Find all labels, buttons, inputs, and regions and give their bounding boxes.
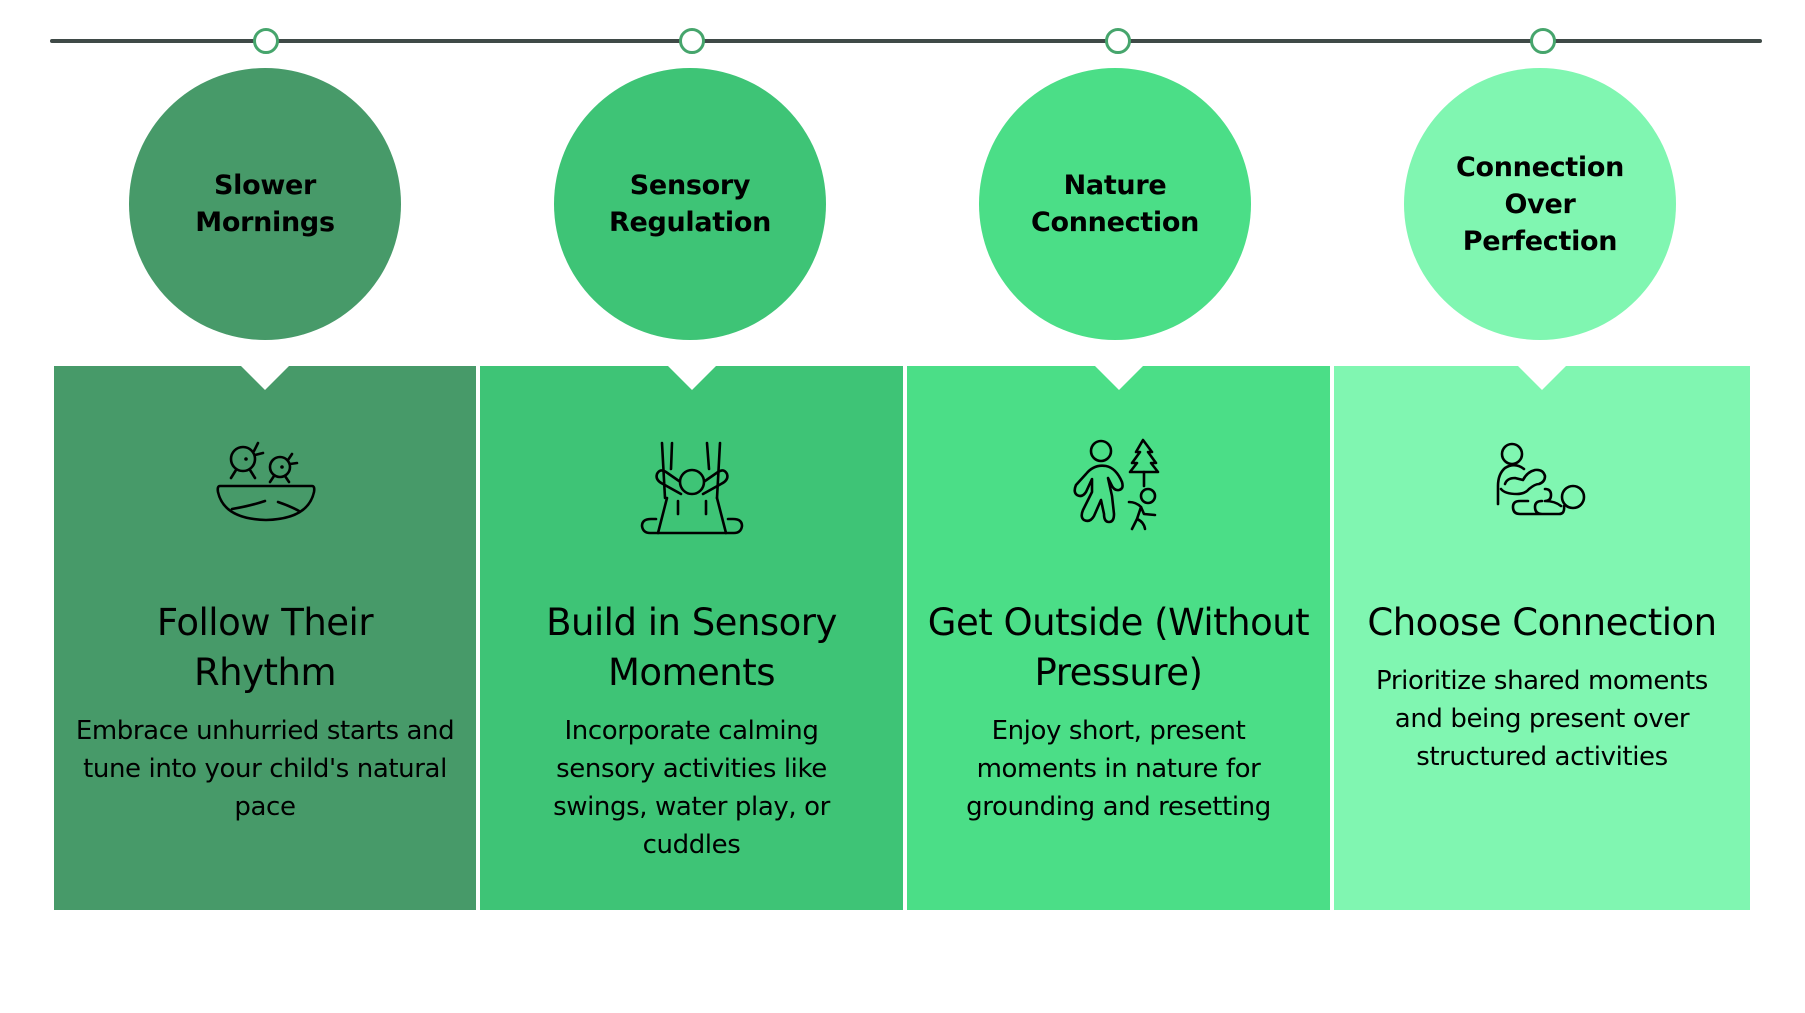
stage-circle-label: Slower Mornings xyxy=(195,170,335,238)
stage-circle-2: Sensory Regulation xyxy=(554,68,826,340)
stage-circle-label: Nature Connection xyxy=(1030,170,1200,238)
stage-circle-1: Slower Mornings xyxy=(129,68,401,340)
timeline-dot-1 xyxy=(253,28,279,54)
stage-circle-label: Connection Over Perfection xyxy=(1455,151,1625,257)
stage-panel-1: Follow Their Rhythm Embrace unhurried st… xyxy=(54,365,476,910)
panel-body: Prioritize shared moments and being pres… xyxy=(1376,666,1708,772)
stage-circle-3: Nature Connection xyxy=(979,68,1251,340)
parent-cuddle-baby-icon xyxy=(1487,434,1597,544)
panel-title: Choose Connection xyxy=(1367,601,1717,644)
panel-title: Follow Their Rhythm xyxy=(156,601,374,694)
stage-panel-4: Choose Connection Prioritize shared mome… xyxy=(1334,365,1750,910)
panel-notch xyxy=(1517,365,1567,390)
panel-title: Build in Sensory Moments xyxy=(546,601,837,694)
panel-body: Embrace unhurried starts and tune into y… xyxy=(75,716,455,822)
panel-notch xyxy=(666,365,717,390)
panel-title: Get Outside (Without Pressure) xyxy=(927,601,1310,694)
stage-circle-label: Sensory Regulation xyxy=(608,170,772,238)
stage-circle-4: Connection Over Perfection xyxy=(1404,68,1676,340)
family-walk-tree-icon xyxy=(1064,434,1174,544)
stage-panel-2: Build in Sensory Moments Incorporate cal… xyxy=(480,365,903,910)
stage-panel-3: Get Outside (Without Pressure) Enjoy sho… xyxy=(907,365,1330,910)
bird-nest-icon xyxy=(210,434,320,544)
panel-notch xyxy=(240,365,290,390)
panel-body: Incorporate calming sensory activities l… xyxy=(553,716,830,860)
timeline-dot-4 xyxy=(1530,28,1556,54)
timeline-dot-3 xyxy=(1105,28,1131,54)
timeline-line xyxy=(50,39,1762,43)
panel-body: Enjoy short, present moments in nature f… xyxy=(966,716,1271,822)
panel-notch xyxy=(1093,365,1144,390)
child-swing-icon xyxy=(637,434,747,544)
timeline-dot-2 xyxy=(679,28,705,54)
